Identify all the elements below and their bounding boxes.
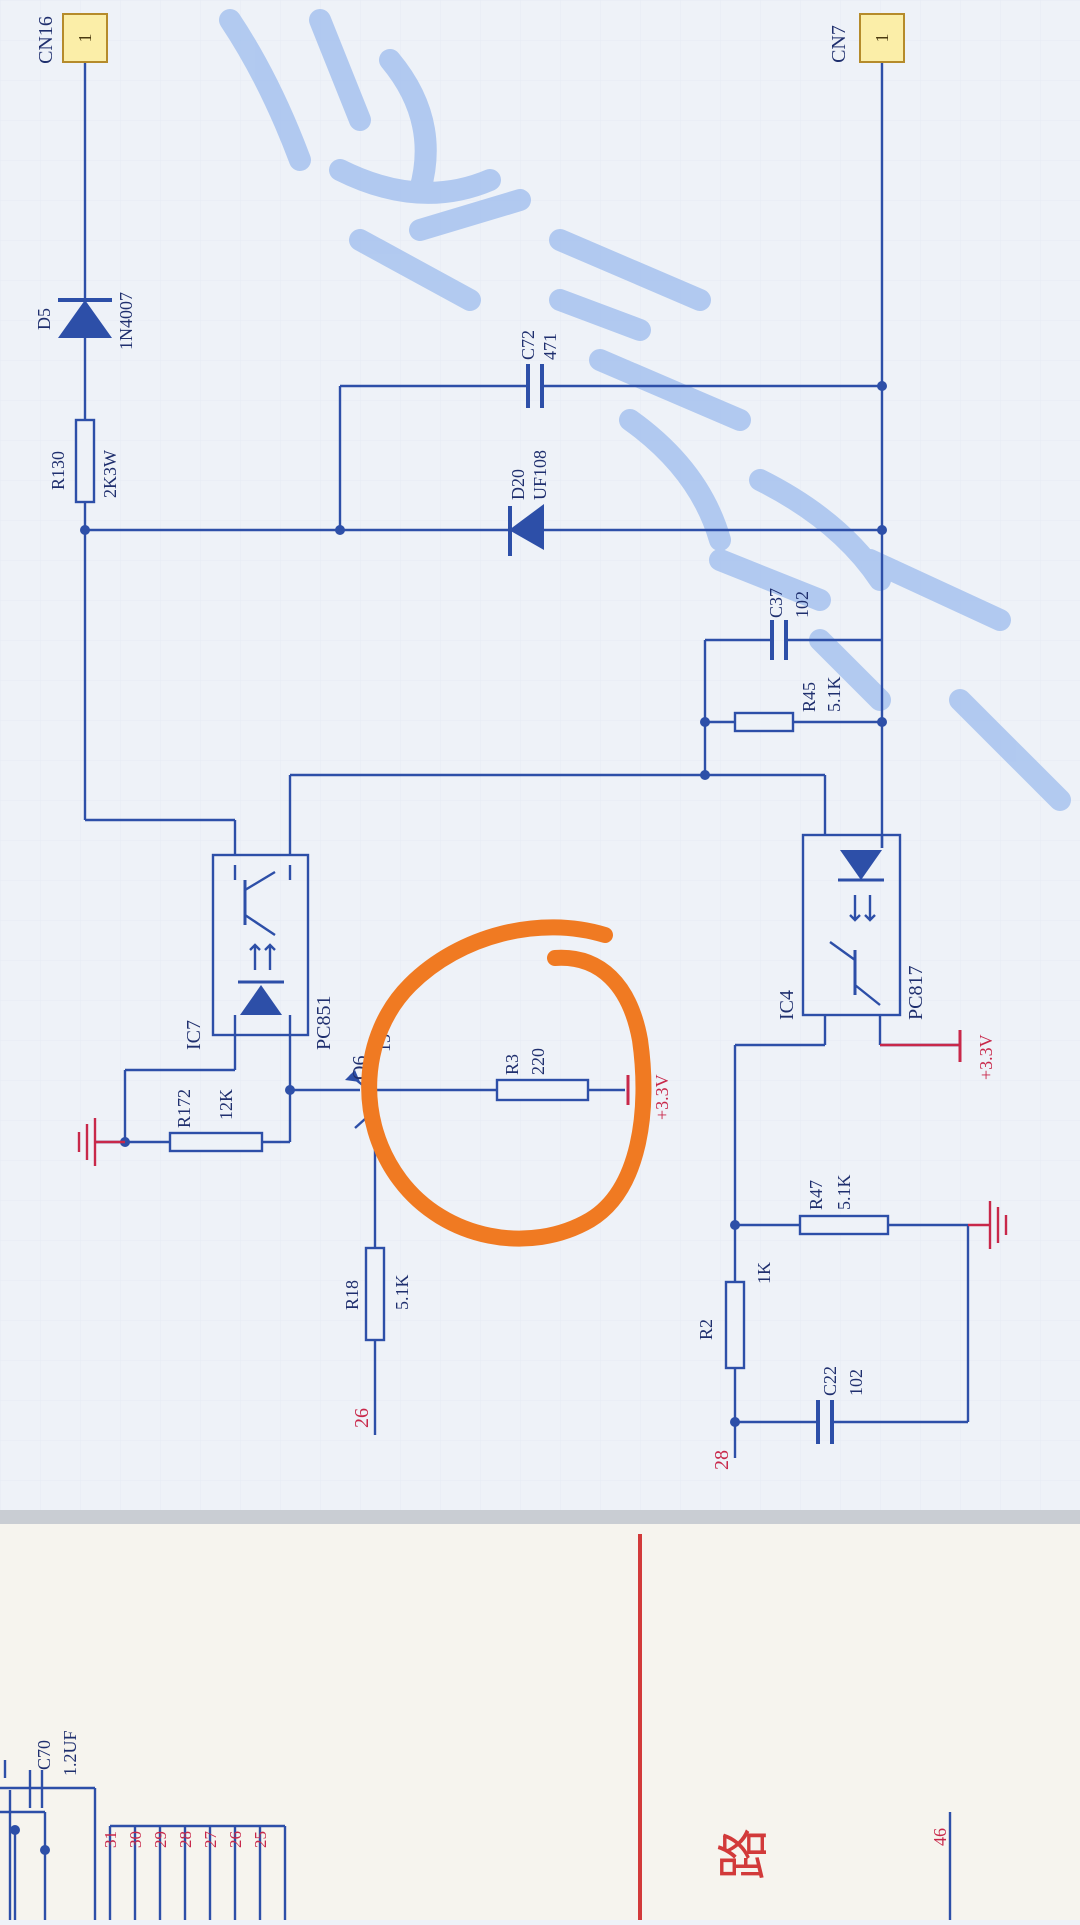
resistor-r2: R2 1K <box>696 1262 774 1370</box>
resistor-value-label: 12K <box>216 1089 236 1120</box>
diode-ref-label: D20 <box>508 469 528 500</box>
capacitor-value-label: 471 <box>540 333 560 360</box>
resistor-ref-label: R130 <box>48 451 68 490</box>
capacitor-ref-label: C22 <box>820 1366 840 1396</box>
pin-label: 30 <box>126 1831 145 1848</box>
resistor-ref-label: R172 <box>174 1089 194 1128</box>
resistor-ref-label: R45 <box>799 682 819 712</box>
resistor-r3: R3 220 <box>495 1048 590 1102</box>
net-label-26: 26 <box>351 1408 373 1428</box>
power-net-label: +3.3V <box>976 1034 996 1080</box>
connector-pin-label: 1 <box>872 34 892 43</box>
wires <box>83 62 970 1458</box>
resistor-r47: R47 5.1K <box>798 1175 890 1236</box>
pin-label: 28 <box>176 1831 195 1848</box>
lower-sheet-dots <box>10 1825 50 1855</box>
lower-sheet-circuit <box>0 1760 952 1920</box>
lower-sheet <box>0 1524 1080 1920</box>
capacitor-value-label: 102 <box>846 1369 866 1396</box>
connector-ref-label: CN16 <box>35 16 57 64</box>
ic-value-label: PC851 <box>313 996 335 1050</box>
capacitor-c22: C22 102 <box>816 1366 866 1444</box>
capacitor-value-label: 102 <box>792 591 812 618</box>
highlight-circle <box>361 919 652 1247</box>
resistor-r18: R18 5.1K <box>342 1246 412 1342</box>
resistor-ref-label: R3 <box>502 1054 522 1075</box>
ic-ref-label: IC7 <box>183 1020 205 1050</box>
pin-label: 26 <box>226 1831 245 1848</box>
optocoupler-ic4: IC4 PC817 <box>776 833 927 1020</box>
diode-value-label: 1N4007 <box>116 292 136 350</box>
ground-symbol <box>77 1118 125 1166</box>
pin-label: 27 <box>201 1831 220 1849</box>
paper-grid <box>0 0 1080 1510</box>
title-partial-char: 路 <box>717 1828 774 1880</box>
connector-pin-label: 1 <box>75 34 95 43</box>
power-label-r3: +3.3V <box>626 1074 672 1120</box>
connector-cn7: 1 CN7 <box>828 13 905 63</box>
ground-symbol <box>968 1201 1008 1249</box>
resistor-value-label: 220 <box>528 1048 548 1075</box>
resistor-ref-label: R18 <box>342 1280 362 1310</box>
connector-cn16: 1 CN16 <box>35 13 108 64</box>
capacitor-ref-label: C72 <box>518 330 538 360</box>
resistor-value-label: 5.1K <box>824 677 844 713</box>
connector-pin-labels: 31 30 29 28 27 26 25 <box>101 1831 270 1849</box>
resistor-ref-label: R2 <box>696 1319 716 1340</box>
optocoupler-ic7: IC7 PC851 <box>183 853 335 1050</box>
net-label-28: 28 <box>711 1450 733 1470</box>
capacitor-c37: C37 102 <box>766 588 812 660</box>
resistor-value-label: 5.1K <box>392 1275 412 1311</box>
capacitor-value-label: 1.2UF <box>60 1730 80 1776</box>
capacitor-c72: C72 471 <box>518 330 560 408</box>
diode-d20: D20 UF108 <box>508 450 550 556</box>
resistor-r130: R130 2K3W <box>48 418 120 504</box>
resistor-r172: R172 12K <box>168 1089 264 1153</box>
resistor-r45: R45 5.1K <box>733 677 844 733</box>
diode-value-label: UF108 <box>530 450 550 500</box>
power-net-label: +3.3V <box>652 1074 672 1120</box>
pin-label: 25 <box>251 1831 270 1848</box>
resistor-value-label: 1K <box>754 1262 774 1284</box>
diode-ref-label: D5 <box>34 308 54 330</box>
resistor-value-label: 2K3W <box>100 450 120 498</box>
page-divider <box>0 1510 1080 1524</box>
resistor-ref-label: R47 <box>806 1180 826 1210</box>
pin-label: 31 <box>101 1831 120 1848</box>
pin-label: 29 <box>151 1831 170 1848</box>
capacitor-ref-label: C37 <box>766 588 786 618</box>
ic-ref-label: IC4 <box>776 990 798 1020</box>
power-label-ic4: +3.3V <box>880 1030 996 1080</box>
resistor-value-label: 5.1K <box>834 1175 854 1211</box>
connector-ref-label: CN7 <box>828 25 850 63</box>
net-label-46: 46 <box>930 1828 950 1846</box>
capacitor-ref-label: C70 <box>34 1740 54 1770</box>
diode-d5: D5 1N4007 <box>34 292 136 350</box>
watermark <box>219 9 1071 811</box>
ic-value-label: PC817 <box>905 966 927 1020</box>
